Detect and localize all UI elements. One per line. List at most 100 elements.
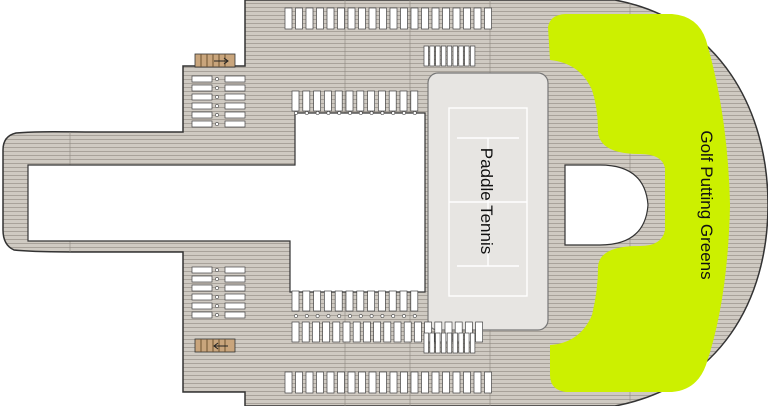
lounger (337, 371, 345, 394)
side-table (215, 95, 219, 99)
lounger (191, 293, 213, 301)
lounger (389, 371, 398, 394)
lounger (302, 290, 311, 312)
lounger (358, 371, 366, 394)
lounger (473, 7, 482, 30)
lounger (363, 321, 371, 343)
side-table (315, 111, 320, 115)
side-table (358, 111, 363, 115)
lounger (389, 7, 398, 30)
lounger-group (191, 7, 492, 394)
lounger (399, 90, 408, 112)
lounger (446, 332, 453, 354)
side-table (402, 111, 406, 115)
lounger (224, 293, 246, 301)
lounger (458, 45, 464, 67)
side-table (369, 314, 374, 318)
lounger (367, 290, 375, 312)
lounger (388, 90, 397, 112)
side-table (337, 314, 342, 318)
lounger (295, 371, 303, 394)
lounger (383, 321, 392, 343)
lounger (431, 7, 440, 30)
side-table (215, 286, 219, 290)
lounger (191, 275, 213, 283)
lounger (403, 321, 412, 343)
lounger (378, 290, 386, 312)
lounger (458, 332, 464, 354)
lounger (442, 7, 450, 30)
lounger (347, 7, 356, 30)
lounger (284, 371, 293, 394)
lounger (345, 290, 354, 312)
forward-well-cutout (27, 112, 426, 293)
lounger (475, 321, 483, 343)
side-table (348, 111, 352, 115)
lounger (295, 7, 303, 30)
lounger (441, 45, 447, 67)
lounger (312, 321, 320, 343)
lounger (334, 290, 343, 312)
lounger (291, 90, 300, 112)
side-table (215, 104, 219, 108)
lounger (347, 371, 356, 394)
lounger (368, 371, 377, 394)
lounger (224, 284, 246, 292)
lounger (429, 45, 435, 67)
lounger (305, 7, 314, 30)
side-table (326, 314, 331, 318)
side-table (358, 314, 363, 318)
lounger (441, 332, 447, 354)
side-table (412, 111, 417, 115)
lounger (191, 302, 213, 310)
lounger (393, 321, 402, 343)
lounger (342, 321, 351, 343)
lounger (324, 290, 332, 312)
side-table (369, 111, 374, 115)
lounger (421, 7, 429, 30)
lounger (191, 120, 213, 128)
lounger (358, 7, 366, 30)
lounger (316, 371, 324, 394)
lounger (379, 7, 387, 30)
lounger (191, 111, 213, 119)
court-lines (448, 107, 528, 297)
lounger (484, 7, 492, 30)
lounger (224, 75, 246, 83)
side-table (294, 111, 298, 115)
side-table (215, 295, 219, 299)
side-table (315, 314, 320, 318)
side-table (215, 113, 219, 117)
stairs-top (194, 53, 236, 68)
lounger (224, 102, 246, 110)
lounger (224, 120, 246, 128)
lounger (337, 7, 345, 30)
side-table (348, 314, 352, 318)
side-table (412, 314, 417, 318)
lounger (352, 321, 361, 343)
side-table (337, 111, 342, 115)
side-table (391, 111, 396, 115)
side-table (304, 314, 309, 318)
lounger (379, 371, 387, 394)
lounger (191, 284, 213, 292)
lounger (373, 321, 381, 343)
side-table (402, 314, 406, 318)
side-table (294, 314, 298, 318)
side-table (215, 304, 219, 308)
golf-putting-greens-label: Golf Putting Greens (697, 130, 716, 279)
lounger (463, 7, 471, 30)
lounger (324, 90, 332, 112)
lounger (463, 371, 471, 394)
lounger (191, 311, 213, 319)
lounger (224, 266, 246, 274)
lounger (332, 321, 341, 343)
lounger (399, 290, 408, 312)
lounger (191, 102, 213, 110)
lounger (224, 84, 246, 92)
lounger (191, 93, 213, 101)
lounger (452, 45, 458, 67)
lounger (400, 7, 408, 30)
lounger (410, 7, 419, 30)
